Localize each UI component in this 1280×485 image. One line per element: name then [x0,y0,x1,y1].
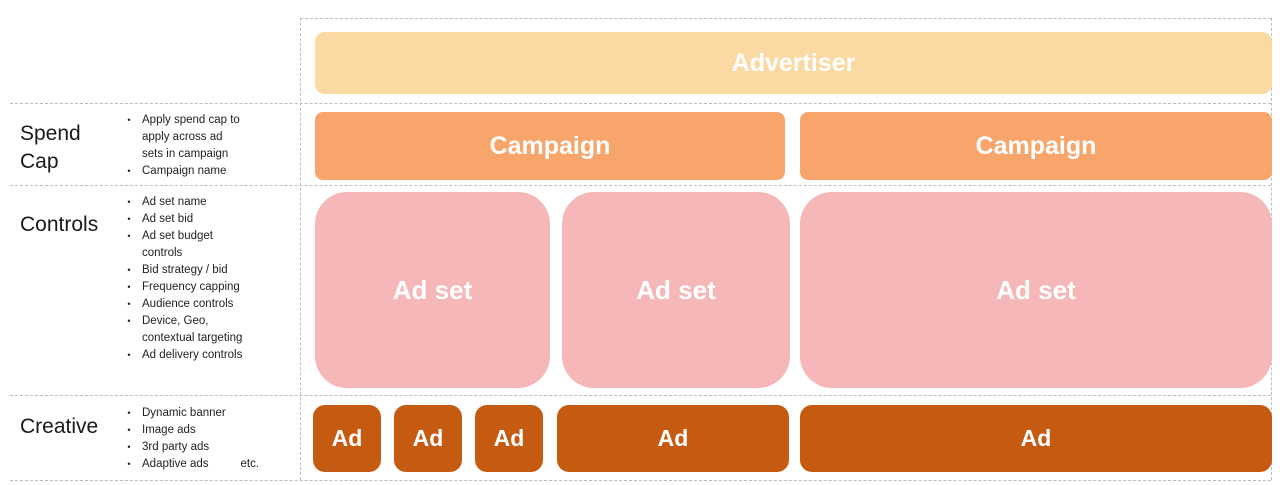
ad-box-4: Ad [557,405,789,472]
etc-text: etc. [240,458,260,470]
bullet-item: • Campaign name [124,163,246,180]
bullet-text: Ad set name [142,196,207,208]
divider-row-1 [10,103,1271,104]
bullet-item: • Bid strategy / bid [124,262,254,279]
bullet-item: • Dynamic banner [124,405,259,422]
bullet-item: • Audience controls [124,296,254,313]
bullet-text: Frequency capping [142,281,240,293]
bullet-text: Campaign name [142,165,227,177]
adset-label: Ad set [392,274,473,305]
bullet-icon: • [127,442,131,452]
bullet-icon: • [127,115,131,125]
adset-box-2: Ad set [562,192,790,388]
ad-box-1: Ad [313,405,381,472]
bullet-text: Dynamic banner [142,407,226,419]
bullet-icon: • [127,214,131,224]
bullet-item: • Image ads [124,422,259,439]
adset-label: Ad set [996,274,1076,305]
ad-box-2: Ad [394,405,462,472]
bullet-text: Ad delivery controls [142,349,243,361]
campaign-label: Campaign [489,131,611,160]
bullet-text: Image ads [142,424,196,436]
divider-top [300,18,1271,19]
bullet-text: Audience controls [142,298,234,310]
bullet-icon: • [127,197,131,207]
adset-box-3: Ad set [800,192,1272,388]
advertiser-box: Advertiser [315,32,1272,94]
creative-bullets: • Dynamic banner • Image ads • 3rd party… [124,405,259,473]
bullet-text: Ad set bid [142,213,194,225]
creative-title: Creative [20,415,99,438]
bullet-icon: • [127,350,131,360]
bullet-icon: • [127,316,131,326]
divider-bottom [10,480,1271,481]
bullet-item: • Ad set bid [124,211,254,228]
bullet-text: Adaptive ads [142,458,209,470]
divider-row-3 [10,395,1271,396]
ad-label: Ad [493,425,525,451]
ad-box-3: Ad [475,405,543,472]
bullet-item: • Ad set budget controls [124,228,254,262]
bullet-item: • Adaptive ads etc. [124,456,259,473]
ad-label: Ad [412,425,444,451]
ad-label: Ad [657,425,689,451]
divider-row-2 [10,185,1271,186]
bullet-text: Bid strategy / bid [142,264,228,276]
bullet-icon: • [127,408,131,418]
bullet-text: Apply spend cap to apply across ad sets … [142,114,240,160]
bullet-text: Ad set budget controls [142,230,213,259]
adset-label: Ad set [636,274,716,305]
controls-bullets: • Ad set name • Ad set bid • Ad set budg… [124,194,254,364]
bullet-icon: • [127,166,131,176]
bullet-icon: • [127,459,131,469]
bullet-item: • Ad set name [124,194,254,211]
bullet-item: • Apply spend cap to apply across ad set… [124,112,246,163]
bullet-item: • Ad delivery controls [124,347,254,364]
bullet-text: Device, Geo, contextual targeting [142,315,243,344]
spend-cap-title: Spend Cap [20,122,81,174]
ad-label: Ad [1020,425,1052,451]
bullet-icon: • [127,265,131,275]
bullet-item: • Device, Geo, contextual targeting [124,313,254,347]
bullet-icon: • [127,282,131,292]
campaign-box-1: Campaign [315,112,785,180]
campaign-label: Campaign [975,131,1097,160]
adset-box-1: Ad set [315,192,550,388]
ad-box-5: Ad [800,405,1272,472]
advertiser-label: Advertiser [731,48,856,77]
bullet-icon: • [127,299,131,309]
controls-title: Controls [20,213,99,236]
bullet-icon: • [127,231,131,241]
campaign-box-2: Campaign [800,112,1272,180]
bullet-icon: • [127,425,131,435]
ad-label: Ad [331,425,363,451]
spend-cap-bullets: • Apply spend cap to apply across ad set… [124,112,246,180]
bullet-text: 3rd party ads [142,441,210,453]
bullet-item: • 3rd party ads [124,439,259,456]
divider-vertical-left [300,18,301,480]
bullet-item: • Frequency capping [124,279,254,296]
